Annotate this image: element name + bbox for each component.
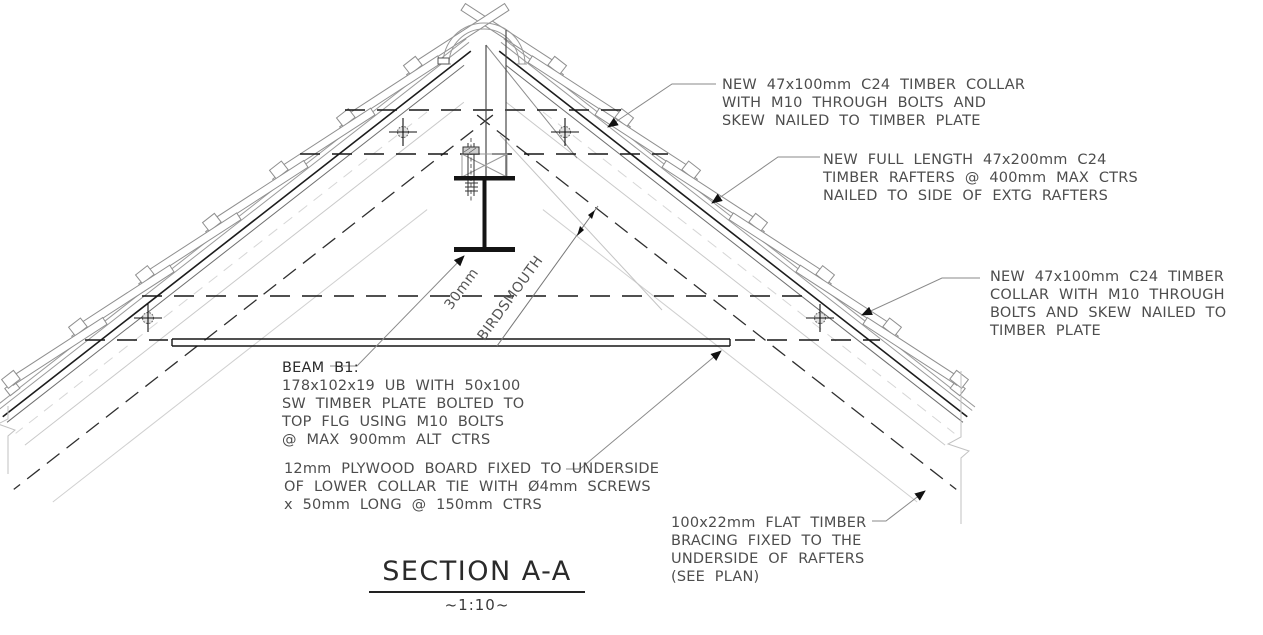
- label-beam-title: BEAM B1:: [282, 360, 359, 376]
- label-collar-right: NEW 47x100mm C24 TIMBER COLLAR WITH M10 …: [990, 269, 1227, 339]
- title-block: SECTION A-A ~1:10~: [369, 556, 585, 614]
- label-collar-top: NEW 47x100mm C24 TIMBER COLLAR WITH M10 …: [722, 77, 1026, 129]
- label-rafters: NEW FULL LENGTH 47x200mm C24 TIMBER RAFT…: [823, 152, 1138, 204]
- timber-plate: [461, 153, 508, 178]
- plywood-board-line: [171, 338, 731, 347]
- label-bracing: 100x22mm FLAT TIMBER BRACING FIXED TO TH…: [671, 515, 867, 585]
- section-title: SECTION A-A: [369, 556, 585, 593]
- apex-cut-lines: [485, 44, 663, 311]
- steel-beam: [454, 176, 515, 252]
- birdsmouth-dimension: [496, 205, 599, 347]
- section-scale: ~1:10~: [444, 596, 510, 614]
- label-beam-body: 178x102x19 UB WITH 50x100 SW TIMBER PLAT…: [282, 378, 525, 448]
- ridge-tile-arc: [437, 22, 527, 65]
- lower-collar-dashed: [85, 295, 880, 341]
- leader-lines: [330, 83, 980, 522]
- break-lines: [0, 371, 970, 524]
- label-plywood: 12mm PLYWOOD BOARD FIXED TO UNDERSIDE OF…: [284, 461, 660, 513]
- plate-bolt: [462, 138, 480, 202]
